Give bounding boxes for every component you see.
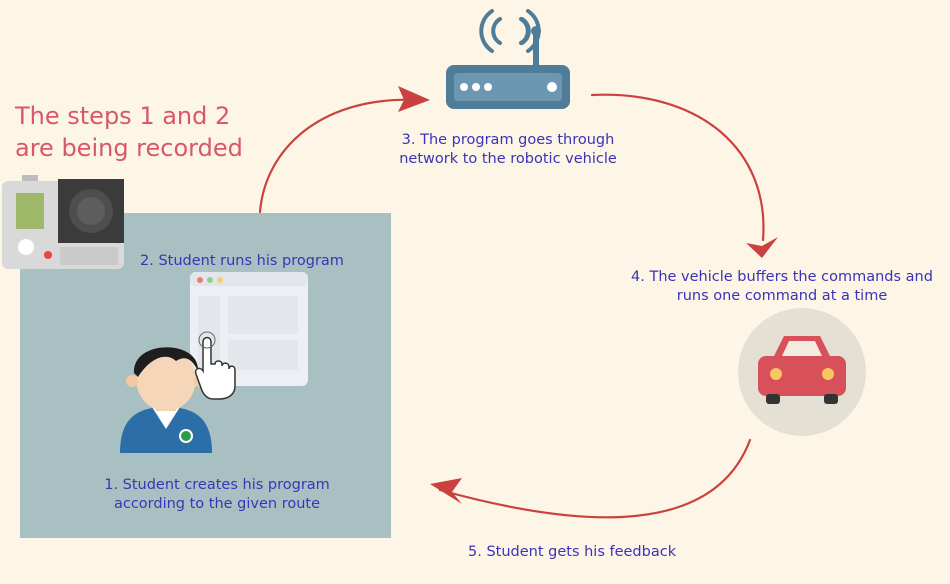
arrowhead-2-to-3 bbox=[398, 86, 430, 112]
arrow-2-to-3 bbox=[258, 98, 422, 214]
action-camera-icon bbox=[2, 175, 124, 269]
recording-note-line-1: The steps 1 and 2 bbox=[15, 102, 231, 130]
step-1-line-2: according to the given route bbox=[113, 496, 321, 512]
step-5-line-1: 5. Student gets his feedback bbox=[468, 544, 677, 560]
wifi-router-icon bbox=[446, 9, 570, 109]
step-4-label: 4. The vehicle buffers the commands and … bbox=[622, 268, 942, 306]
step-4-line-1: 4. The vehicle buffers the commands and bbox=[631, 269, 933, 285]
recording-note: The steps 1 and 2 are being recorded bbox=[15, 100, 243, 164]
step-4-line-2: runs one command at a time bbox=[676, 288, 888, 304]
step-2-line-1: 2. Student runs his program bbox=[140, 253, 344, 269]
step-5-label: 5. Student gets his feedback bbox=[468, 543, 676, 562]
step-2-label: 2. Student runs his program bbox=[140, 252, 344, 271]
step-1-label: 1. Student creates his program according… bbox=[94, 476, 340, 514]
step-3-label: 3. The program goes through network to t… bbox=[388, 131, 628, 169]
arrow-4-to-5 bbox=[438, 438, 752, 519]
pointing-hand-icon bbox=[194, 331, 236, 400]
arrowhead-3-to-4 bbox=[746, 237, 778, 258]
arrow-3-to-4 bbox=[590, 93, 765, 242]
arrowhead-4-to-5 bbox=[430, 478, 462, 504]
recording-note-line-2: are being recorded bbox=[15, 134, 243, 162]
step-3-line-1: 3. The program goes through bbox=[401, 132, 615, 148]
step-3-line-2: network to the robotic vehicle bbox=[399, 151, 617, 167]
step-1-line-1: 1. Student creates his program bbox=[104, 477, 330, 493]
car-icon bbox=[738, 308, 866, 436]
program-window-icon bbox=[190, 272, 308, 386]
student-avatar-icon bbox=[120, 347, 212, 453]
